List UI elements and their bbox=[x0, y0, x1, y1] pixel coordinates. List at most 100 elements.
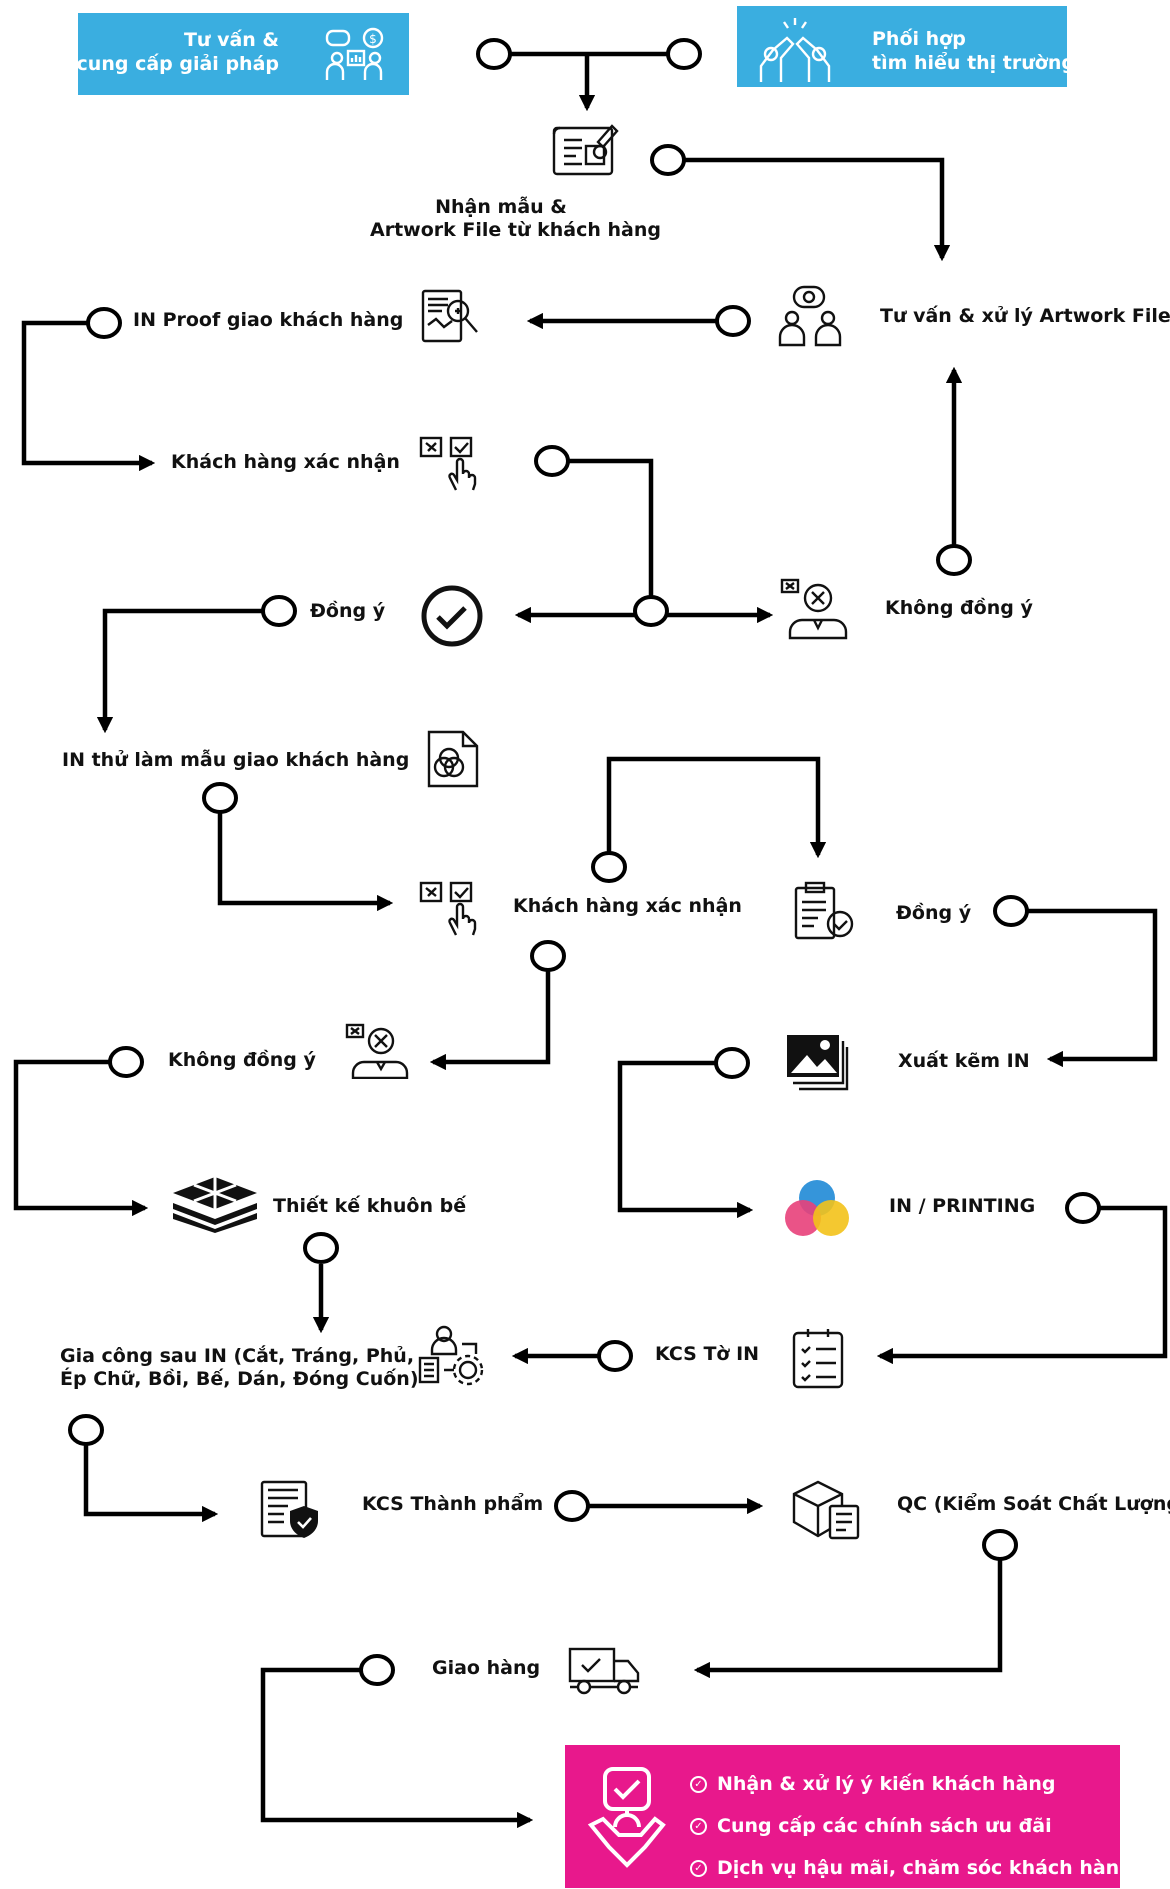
check-icon: ✓ bbox=[690, 1776, 707, 1793]
kcs-sheet-label: KCS Tờ IN bbox=[655, 1343, 760, 1365]
plate-output-label: Xuất kẽm IN bbox=[898, 1050, 1030, 1072]
after-sales-item: ✓ Cung cấp các chính sách ưu đãi bbox=[690, 1805, 1133, 1847]
consult-line-2: cung cấp giải pháp bbox=[76, 52, 279, 75]
color-file-icon bbox=[427, 730, 479, 788]
node-delivery bbox=[359, 1654, 395, 1686]
printing-label: IN / PRINTING bbox=[889, 1195, 1036, 1217]
kcs-finished-label: KCS Thành phẩm bbox=[362, 1493, 544, 1515]
disagree-1-label: Không đồng ý bbox=[885, 597, 1033, 619]
arrow-to-sample-print bbox=[96, 608, 263, 734]
check-icon: ✓ bbox=[690, 1818, 707, 1835]
node-kcs-finished bbox=[554, 1490, 590, 1522]
secure-document-icon bbox=[260, 1480, 318, 1538]
check-circle-icon bbox=[421, 585, 483, 647]
node-qc bbox=[982, 1529, 1018, 1561]
receive-line-1: Nhận mẫu & bbox=[435, 196, 567, 218]
receive-samples-label: Nhận mẫu & Artwork File từ khách hàng bbox=[370, 196, 661, 242]
check-icon: ✓ bbox=[690, 1860, 707, 1877]
node-plate bbox=[714, 1047, 750, 1079]
node-post-processing bbox=[68, 1414, 104, 1446]
node-top-right bbox=[666, 38, 702, 70]
arrow-to-printing bbox=[617, 1060, 754, 1219]
consult-solution-box: Tư vấn & cung cấp giải pháp $ bbox=[77, 13, 409, 95]
after-sales-list: ✓ Nhận & xử lý ý kiến khách hàng ✓ Cung cấ… bbox=[690, 1763, 1133, 1889]
node-kcs-sheet bbox=[597, 1340, 633, 1372]
blueprint-icon bbox=[552, 124, 619, 176]
clipboard-check-icon bbox=[794, 881, 854, 940]
consultation-icon bbox=[778, 285, 842, 347]
arrow-to-delivery bbox=[693, 1560, 1003, 1679]
after-sales-item-text: Cung cấp các chính sách ưu đãi bbox=[717, 1815, 1052, 1837]
market-research-box: Phối hợp tìm hiểu thị trường bbox=[737, 6, 1075, 87]
arrow-to-kcs-sheet bbox=[876, 1205, 1168, 1365]
arrow-to-after-sales bbox=[260, 1667, 534, 1829]
arrow-to-disagree-2 bbox=[429, 971, 551, 1071]
connector-confirm-1 bbox=[568, 458, 654, 612]
choice-hand-icon bbox=[419, 436, 477, 491]
disagree-2-label: Không đồng ý bbox=[168, 1049, 316, 1071]
package-checklist-icon bbox=[792, 1480, 860, 1540]
node-agree-1 bbox=[261, 595, 297, 627]
market-line-2: tìm hiểu thị trường bbox=[872, 51, 1075, 74]
node-disagree-2 bbox=[108, 1046, 144, 1078]
after-sales-box: ✓ Nhận & xử lý ý kiến khách hàng ✓ Cung cấ… bbox=[565, 1745, 1133, 1888]
node-die-design bbox=[303, 1232, 339, 1264]
node-printing bbox=[1065, 1192, 1101, 1224]
post-line-1: Gia công sau IN (Cắt, Tráng, Phủ, bbox=[60, 1345, 415, 1367]
post-line-2: Ép Chữ, Bồi, Bế, Dán, Đóng Cuốn) bbox=[60, 1367, 419, 1390]
customer-confirm-1-label: Khách hàng xác nhận bbox=[171, 451, 400, 473]
node-confirm-1 bbox=[534, 445, 570, 477]
reject-person-icon-2 bbox=[345, 1023, 409, 1079]
delivery-truck-icon bbox=[568, 1647, 640, 1695]
receive-line-2: Artwork File từ khách hàng bbox=[370, 218, 661, 241]
node-confirm-2-down bbox=[530, 940, 566, 972]
agree-2-label: Đồng ý bbox=[896, 902, 972, 924]
post-processing-label: Gia công sau IN (Cắt, Tráng, Phủ, Ép Chữ… bbox=[60, 1345, 419, 1391]
agree-1-label: Đồng ý bbox=[310, 600, 386, 622]
layers-grid-icon bbox=[173, 1177, 257, 1233]
proof-label: IN Proof giao khách hàng bbox=[133, 309, 404, 331]
arrow-to-plate bbox=[1027, 908, 1158, 1068]
high-five-icon bbox=[759, 18, 831, 82]
reject-person-icon bbox=[780, 578, 848, 640]
arrow-to-consult bbox=[685, 157, 951, 262]
consult-solution-label: Tư vấn & cung cấp giải pháp bbox=[77, 29, 279, 77]
node-proof bbox=[86, 307, 122, 339]
node-disagree-1 bbox=[936, 544, 972, 576]
svg-text:$: $ bbox=[369, 32, 377, 46]
arrow-to-agree-2 bbox=[606, 756, 827, 859]
arrow-to-kcs-finished bbox=[83, 1445, 219, 1523]
node-consult bbox=[715, 305, 751, 337]
consult-line-1: Tư vấn & bbox=[183, 29, 279, 51]
arrow-to-die-design bbox=[13, 1059, 149, 1217]
consulting-people-icon: $ bbox=[325, 27, 384, 80]
market-line-1: Phối hợp bbox=[872, 28, 966, 50]
node-top-left bbox=[476, 38, 512, 70]
after-sales-item: ✓ Dịch vụ hậu mãi, chăm sóc khách hàng bbox=[690, 1847, 1133, 1889]
arrow-to-confirm-2 bbox=[217, 813, 394, 912]
node-split-1 bbox=[633, 595, 669, 627]
customer-confirm-2-label: Khách hàng xác nhận bbox=[513, 895, 742, 917]
node-confirm-2-up bbox=[591, 851, 627, 883]
qc-label: QC (Kiểm Soát Chất Lượng) bbox=[897, 1493, 1170, 1515]
sample-print-label: IN thử làm mẫu giao khách hàng bbox=[62, 749, 410, 771]
image-stack-icon bbox=[787, 1035, 849, 1091]
after-sales-item: ✓ Nhận & xử lý ý kiến khách hàng bbox=[690, 1763, 1133, 1805]
proof-inspection-icon bbox=[421, 289, 478, 343]
arrow-to-confirm-1 bbox=[21, 320, 156, 472]
market-research-label: Phối hợp tìm hiểu thị trường bbox=[872, 28, 1075, 76]
cmyk-color-icon bbox=[785, 1180, 849, 1236]
after-sales-item-text: Nhận & xử lý ý kiến khách hàng bbox=[717, 1773, 1056, 1795]
artwork-consult-label: Tư vấn & xử lý Artwork File bbox=[880, 305, 1170, 327]
node-agree-2 bbox=[993, 895, 1029, 927]
after-sales-item-text: Dịch vụ hậu mãi, chăm sóc khách hàng bbox=[717, 1857, 1133, 1879]
customer-care-icon bbox=[587, 1767, 666, 1868]
delivery-label: Giao hàng bbox=[432, 1657, 541, 1679]
checklist-icon bbox=[792, 1329, 844, 1389]
node-receive bbox=[650, 144, 686, 176]
choice-hand-icon-2 bbox=[419, 881, 477, 936]
die-design-label: Thiết kế khuôn bế bbox=[273, 1195, 467, 1217]
node-sample-print bbox=[202, 782, 238, 814]
production-settings-icon bbox=[418, 1325, 484, 1386]
